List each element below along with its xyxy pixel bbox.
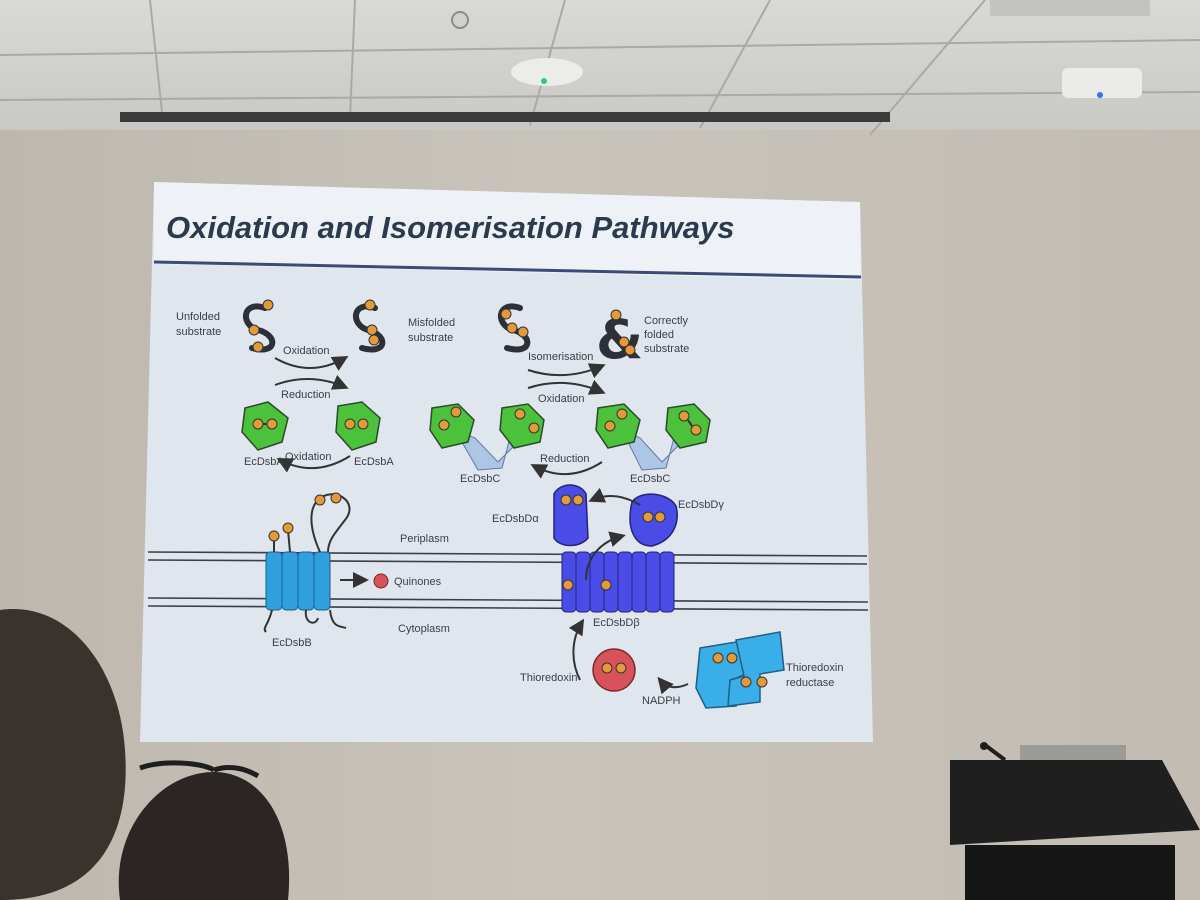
label-oxidation-c: Oxidation <box>538 393 584 405</box>
sprinkler <box>452 12 468 28</box>
label-correct-3: substrate <box>644 343 689 355</box>
label-oxidation-b: Oxidation <box>285 451 331 463</box>
label-ecdsbc-2: EcDsbC <box>630 473 670 485</box>
label-correct-2: folded <box>644 329 674 341</box>
quinone-icon <box>374 574 388 588</box>
label-unfolded-1: Unfolded <box>176 311 220 323</box>
ecdsbd-alpha-icon <box>554 485 588 546</box>
label-reduction-a: Reduction <box>281 389 331 401</box>
label-ecdsbd-alpha: EcDsbDα <box>492 513 539 525</box>
label-ecdsba-2: EcDsbA <box>354 456 394 468</box>
projector-led <box>1097 92 1103 98</box>
label-misfolded-2: substrate <box>408 332 453 344</box>
slide-title: Oxidation and Isomerisation Pathways <box>166 210 734 245</box>
label-periplasm: Periplasm <box>400 533 449 545</box>
label-ecdsbc-1: EcDsbC <box>460 473 500 485</box>
label-ecdsbd-gamma: EcDsbDγ <box>678 499 724 511</box>
podium <box>950 742 1200 900</box>
detector-led <box>541 78 547 84</box>
label-oxidation-a: Oxidation <box>283 345 329 357</box>
correctly-folded-substrate-icon: & <box>596 308 643 371</box>
label-reduction-c: Reduction <box>540 453 590 465</box>
label-ecdsba-1: EcDsbA <box>244 456 284 468</box>
projector-screen-roller <box>120 112 890 122</box>
label-isomerisation: Isomerisation <box>528 351 593 363</box>
smoke-detector <box>511 58 583 86</box>
label-correct-1: Correctly <box>644 315 689 327</box>
audience-head-left <box>0 609 126 900</box>
audience-head-center <box>119 772 289 900</box>
label-misfolded-1: Misfolded <box>408 317 455 329</box>
ceiling-details <box>0 0 1200 160</box>
ceiling-vent <box>990 0 1150 16</box>
label-unfolded-2: substrate <box>176 326 221 338</box>
label-quinones: Quinones <box>394 576 442 588</box>
room-foreground <box>0 600 1200 900</box>
